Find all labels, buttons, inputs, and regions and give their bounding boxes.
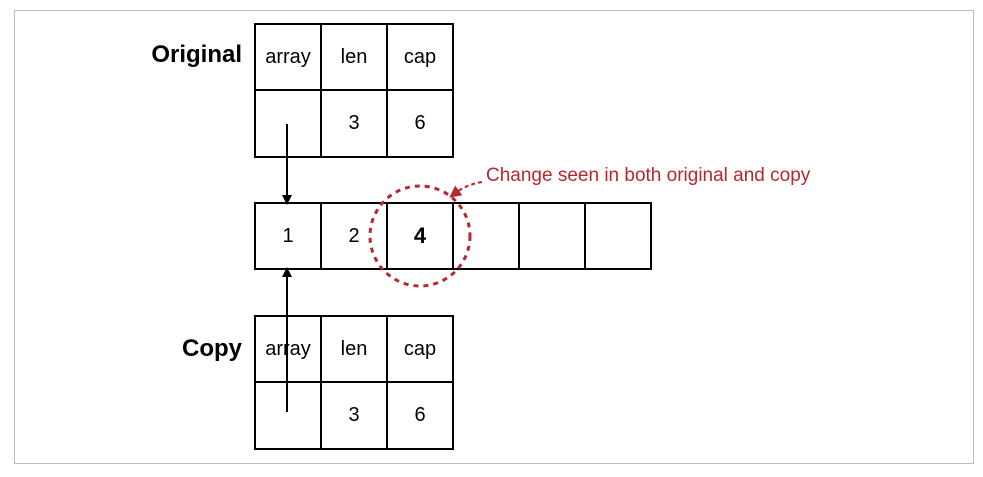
- copy-value-len: 3: [322, 383, 388, 450]
- copy-header-len: len: [322, 317, 388, 383]
- array-cell-2-changed: 4: [388, 204, 454, 270]
- copy-header-array: array: [256, 317, 322, 383]
- original-value-len: 3: [322, 91, 388, 158]
- array-cell-3: [454, 204, 520, 270]
- original-value-cap: 6: [388, 91, 454, 158]
- original-slice-header: array len cap 3 6: [254, 23, 454, 158]
- original-header-len: len: [322, 25, 388, 91]
- copy-header-cap: cap: [388, 317, 454, 383]
- array-cell-1: 2: [322, 204, 388, 270]
- original-header-cap: cap: [388, 25, 454, 91]
- original-label: Original: [151, 41, 242, 68]
- copy-value-cap: 6: [388, 383, 454, 450]
- backing-array: 1 2 4: [254, 202, 652, 270]
- copy-value-array: [256, 383, 322, 450]
- original-value-array: [256, 91, 322, 158]
- array-cell-0: 1: [256, 204, 322, 270]
- array-cell-5: [586, 204, 652, 270]
- change-annotation: Change seen in both original and copy: [486, 165, 811, 186]
- copy-label: Copy: [182, 335, 242, 362]
- diagram-frame: [14, 10, 974, 464]
- copy-slice-header: array len cap 3 6: [254, 315, 454, 450]
- array-cell-4: [520, 204, 586, 270]
- original-header-array: array: [256, 25, 322, 91]
